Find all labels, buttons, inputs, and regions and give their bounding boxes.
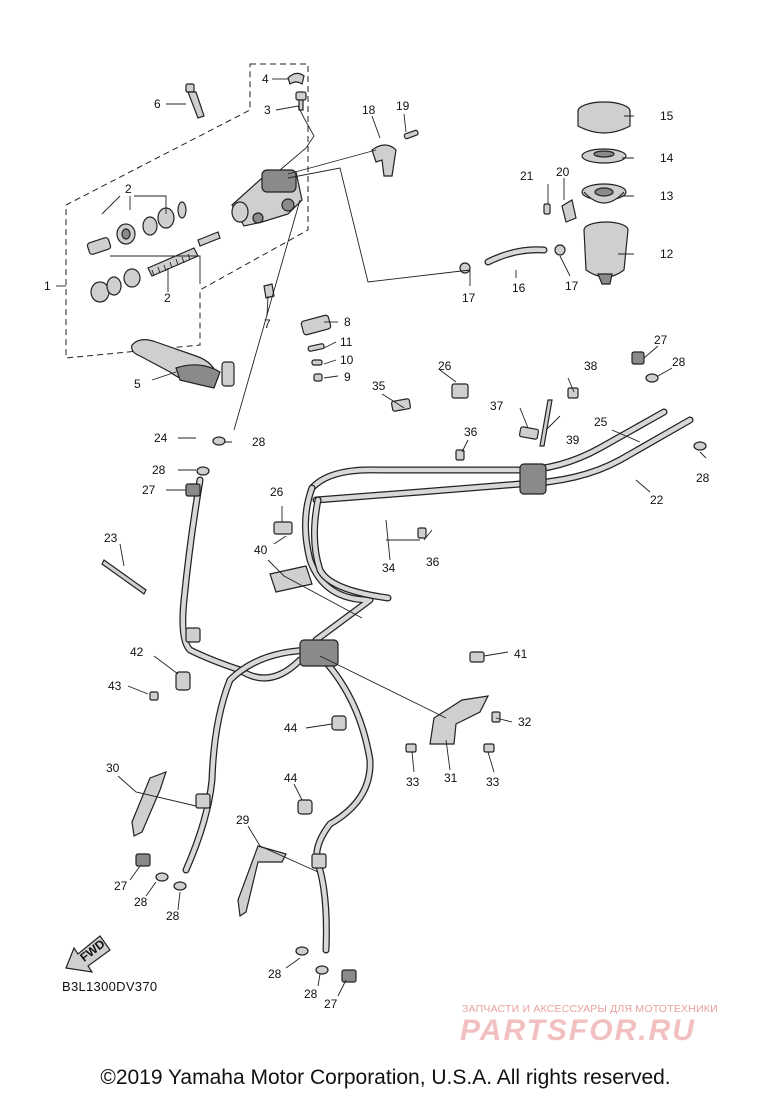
callout-28-a: 28 [252,435,266,449]
callout-14: 14 [660,151,674,165]
callout-32: 32 [518,715,532,729]
callout-19: 19 [396,99,410,113]
callout-34: 34 [382,561,396,575]
master-cylinder-holder [371,144,397,177]
switch-clip [287,72,305,85]
callout-20: 20 [556,165,570,179]
master-cylinder-body [231,169,303,227]
master-cylinder-group-outline [65,63,309,359]
bracket-30 [131,770,167,837]
callout-26-upper: 26 [438,359,452,373]
callout-2-upper: 2 [125,182,132,196]
callout-18: 18 [362,103,376,117]
bracket-29 [237,845,287,918]
callout-4: 4 [262,72,269,86]
callout-3: 3 [264,103,271,117]
callout-16: 16 [512,281,526,295]
reservoir-bracket-20-21 [543,199,577,223]
callout-9: 9 [344,370,351,384]
reservoir-tank-12 [583,221,629,285]
callout-36-upper: 36 [464,425,478,439]
callout-42: 42 [130,645,144,659]
callout-25: 25 [594,415,608,429]
callout-31: 31 [444,771,458,785]
callout-33-left: 33 [406,775,420,789]
callout-38: 38 [584,359,598,373]
brake-switch-8 [300,314,332,336]
holder-bolt [403,129,419,140]
callout-23: 23 [104,531,118,545]
piston-kit-lower [90,231,221,303]
callout-28-f: 28 [166,909,180,923]
callout-39: 39 [566,433,580,447]
callout-6: 6 [154,97,161,111]
fwd-arrow-icon: FWD [65,935,111,973]
brake-lever [131,339,235,389]
callout-36-lower: 36 [426,555,440,569]
reservoir-cap-15 [577,101,631,134]
diaphragm-13 [581,183,627,204]
callout-5: 5 [134,377,141,391]
callout-13: 13 [660,189,674,203]
piston-kit-upper [86,201,187,255]
diagram-code: B3L1300DV370 [62,979,158,994]
callout-labels: 1 2 2 3 4 5 6 7 8 9 10 11 12 13 14 15 16… [44,72,710,1011]
leader-lines [56,78,707,997]
callout-27-bottom-left: 27 [114,879,128,893]
brake-hose-set [179,408,694,954]
callout-30: 30 [106,761,120,775]
copper-washers [155,373,707,975]
callout-8: 8 [344,315,351,329]
callout-43: 43 [108,679,122,693]
hose-clamp-left [459,262,471,274]
callout-44-upper: 44 [284,721,298,735]
boot-7 [263,283,275,299]
callout-28-c: 28 [672,355,686,369]
callout-28-g: 28 [268,967,282,981]
callout-17-right: 17 [565,279,579,293]
callout-44-lower: 44 [284,771,298,785]
callout-29: 29 [236,813,250,827]
callout-41: 41 [514,647,528,661]
callout-10: 10 [340,353,354,367]
callout-28-b: 28 [152,463,166,477]
screw-small [295,91,307,111]
clamp-26-35-37 [273,383,540,535]
screw-9-10-11 [307,343,325,382]
pivot-bolt [185,83,205,119]
callout-22: 22 [650,493,664,507]
reservoir-hose-inner [485,247,547,265]
bolts [101,351,645,983]
copyright-notice: ©2019 Yamaha Motor Corporation, U.S.A. A… [100,1066,671,1089]
callout-1: 1 [44,279,51,293]
watermark-tagline: ЗАПЧАСТИ И АКСЕССУАРЫ ДЛЯ МОТОТЕХНИКИ [462,1003,718,1015]
callout-26-lower: 26 [270,485,284,499]
callout-2-lower: 2 [164,291,171,305]
callout-35: 35 [372,379,386,393]
callout-21: 21 [520,169,534,183]
callout-40: 40 [254,543,268,557]
callout-27-top-right: 27 [654,333,668,347]
bracket-31 [429,695,490,745]
callout-28-h: 28 [304,987,318,1001]
callout-28-d: 28 [696,471,710,485]
callout-12: 12 [660,247,674,261]
clip-42-44 [175,651,485,815]
watermark-logo: PARTSFOR.RU [460,1014,696,1047]
callout-37: 37 [490,399,504,413]
callout-27-bottom: 27 [324,997,338,1011]
callout-15: 15 [660,109,674,123]
hose-clamp-right [554,244,566,256]
callout-27-left: 27 [142,483,156,497]
callout-7: 7 [264,317,271,331]
callout-24: 24 [154,431,168,445]
callout-33-right: 33 [486,775,500,789]
callout-28-e: 28 [134,895,148,909]
callout-11: 11 [340,335,353,349]
reservoir-plate-14 [581,148,627,164]
callout-17-left: 17 [462,291,476,305]
